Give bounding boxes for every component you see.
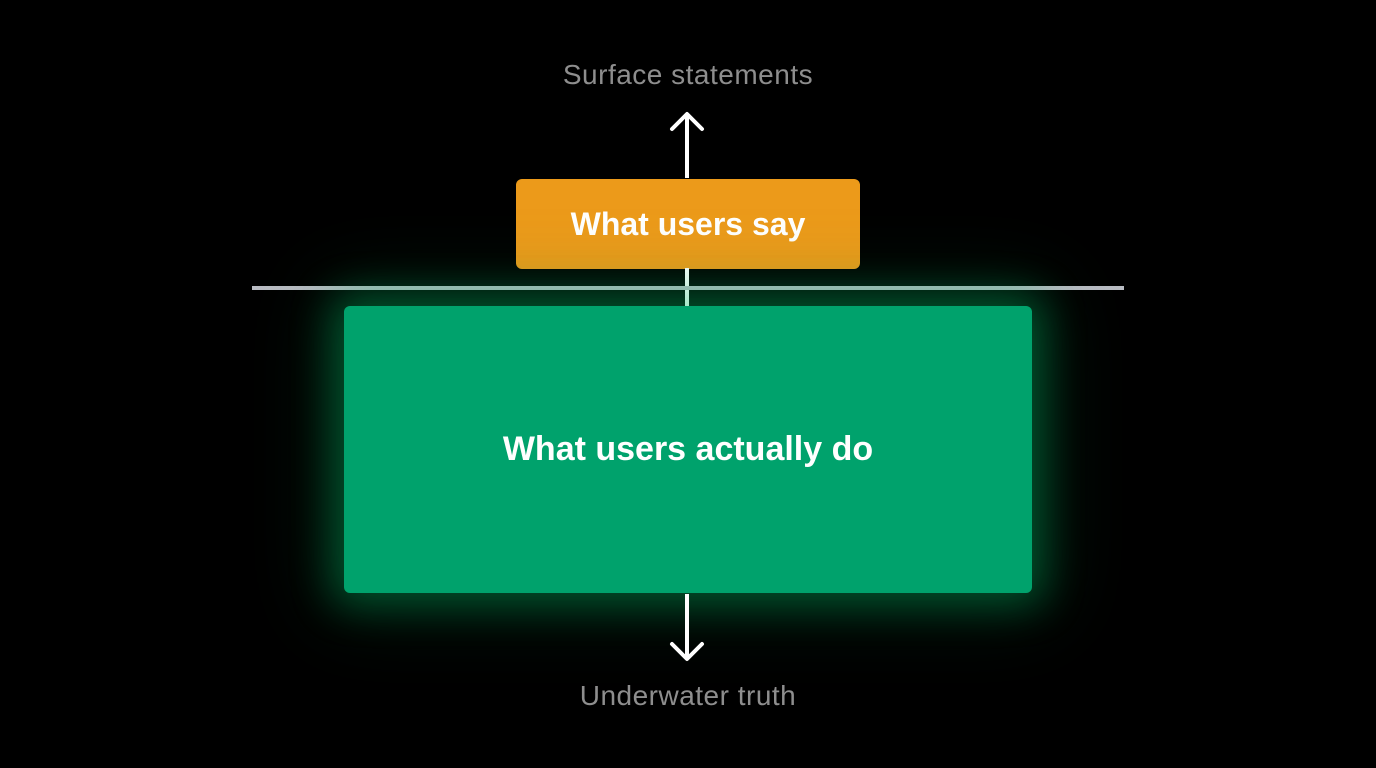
what-users-say-box: What users say	[516, 179, 860, 269]
what-users-say-text: What users say	[570, 205, 806, 242]
underwater-truth-label: Underwater truth	[579, 680, 797, 711]
what-users-actually-do-box: What users actually do	[344, 306, 1032, 593]
what-users-actually-do-text: What users actually do	[502, 430, 874, 468]
waterline-divider	[252, 286, 1124, 290]
surface-statements-label: Surface statements	[562, 59, 814, 90]
